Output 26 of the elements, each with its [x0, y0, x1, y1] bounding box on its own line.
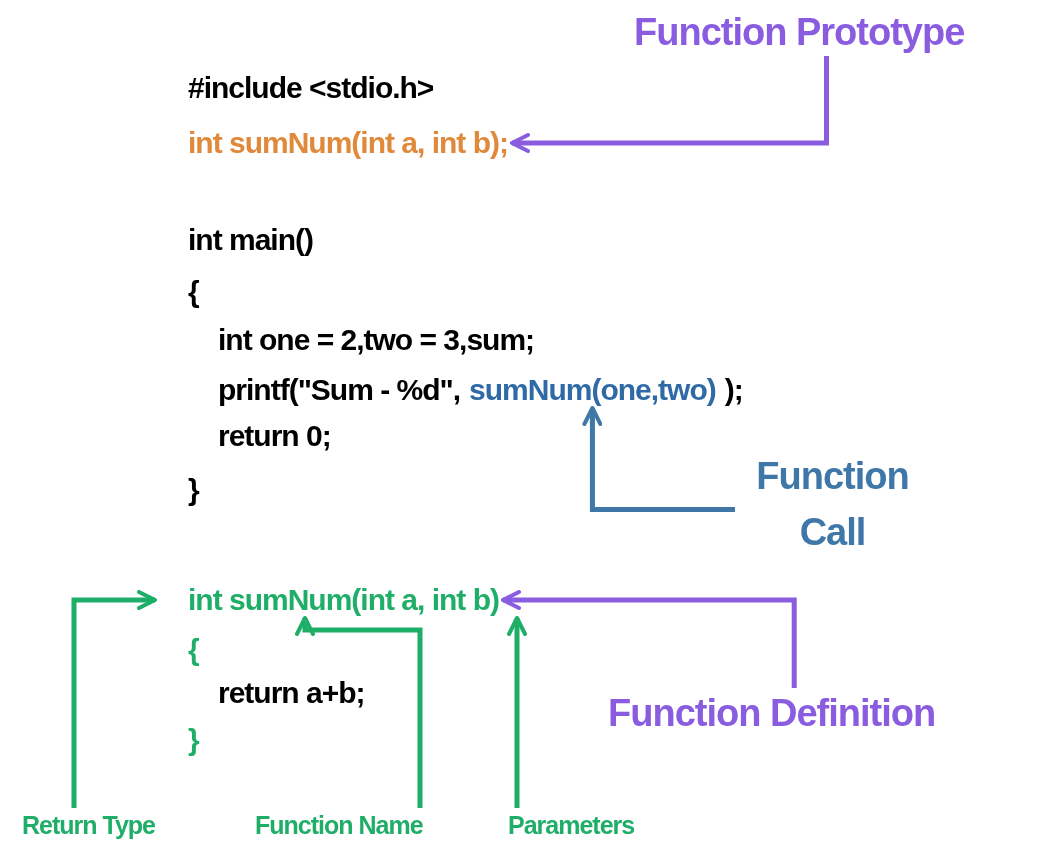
annotation-label: Function Prototype — [634, 8, 1019, 56]
arrow — [509, 56, 829, 153]
annotation-label: Parameters — [508, 808, 635, 842]
arrow — [507, 616, 527, 808]
code-line: ); — [724, 372, 743, 408]
code-line: { — [188, 632, 199, 668]
code-line: int main() — [188, 222, 313, 258]
code-line: printf("Sum - %d", — [218, 372, 461, 408]
code-line: { — [188, 274, 199, 310]
annotation-label: Function Definition — [608, 688, 988, 738]
code-line: } — [188, 722, 199, 758]
annotation-label: Function Call — [735, 448, 930, 560]
code-line: } — [188, 472, 199, 508]
annotation-label: Return Type — [22, 808, 155, 842]
code-line: return 0; — [218, 418, 331, 454]
code-snippet: sumNum(one,two) — [469, 372, 716, 408]
arrow — [295, 616, 423, 808]
arrow — [71, 590, 157, 808]
code-line: #include <stdio.h> — [188, 70, 434, 106]
arrow — [500, 590, 797, 688]
annotation-label: Function Name — [255, 808, 423, 842]
code-line: int sumNum(int a, int b); — [188, 125, 508, 161]
code-line: int one = 2,two = 3,sum; — [218, 322, 535, 358]
code-line: return a+b; — [218, 675, 365, 711]
code-line: int sumNum(int a, int b) — [155, 582, 499, 618]
arrow — [582, 406, 735, 513]
